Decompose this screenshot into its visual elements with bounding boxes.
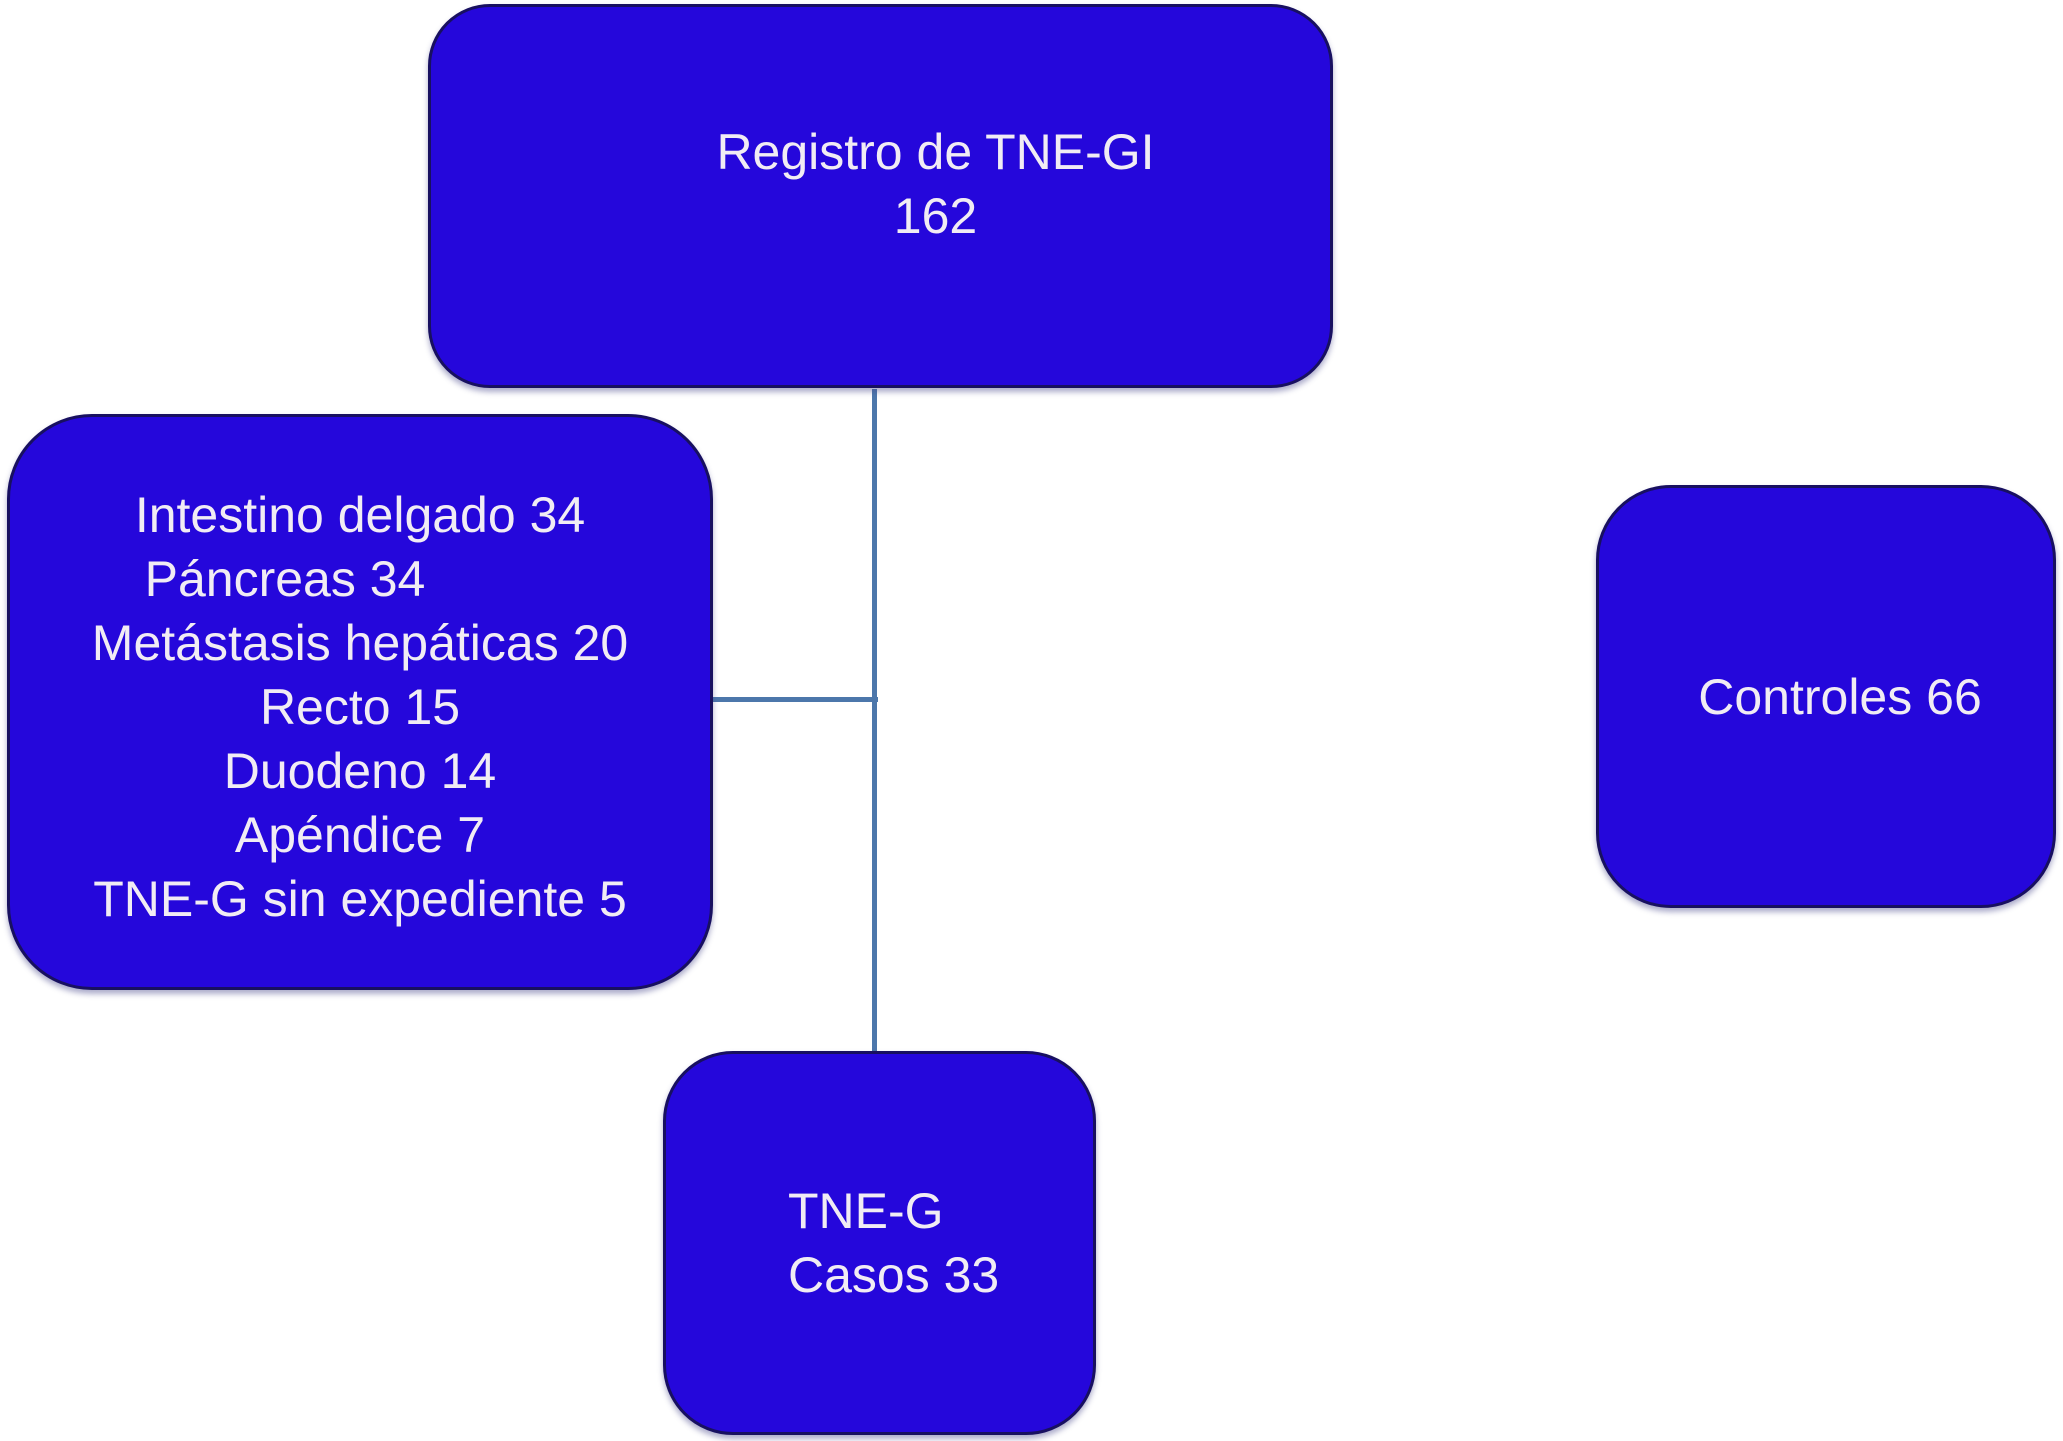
box-line: Casos 33 <box>788 1247 1000 1303</box>
box-line: Controles 66 <box>1698 668 1982 725</box>
connector-horizontal-line <box>713 697 878 702</box>
registry-box: Registro de TNE-GI 162 <box>428 4 1333 388</box>
box-line: Registro de TNE-GI <box>716 124 1155 180</box>
controls-box: Controles 66 <box>1596 485 2056 908</box>
box-line: Duodeno 14 <box>223 743 497 799</box>
box-line: Metástasis hepáticas 20 <box>91 615 629 671</box>
box-line: TNE-G sin expediente 5 <box>93 871 627 927</box>
box-line: 162 <box>893 188 978 244</box>
cases-box: TNE-G Casos 33 <box>663 1051 1096 1435</box>
box-line: Recto 15 <box>259 679 461 735</box>
box-line: TNE-G <box>788 1183 944 1239</box>
box-line: Páncreas 34 <box>144 551 426 607</box>
box-line: Apéndice 7 <box>234 807 486 863</box>
connector-vertical-line <box>872 389 877 1051</box>
box-line: Intestino delgado 34 <box>134 487 586 543</box>
excluded-sites-box: Intestino delgado 34 Páncreas 34 Metásta… <box>7 414 713 990</box>
